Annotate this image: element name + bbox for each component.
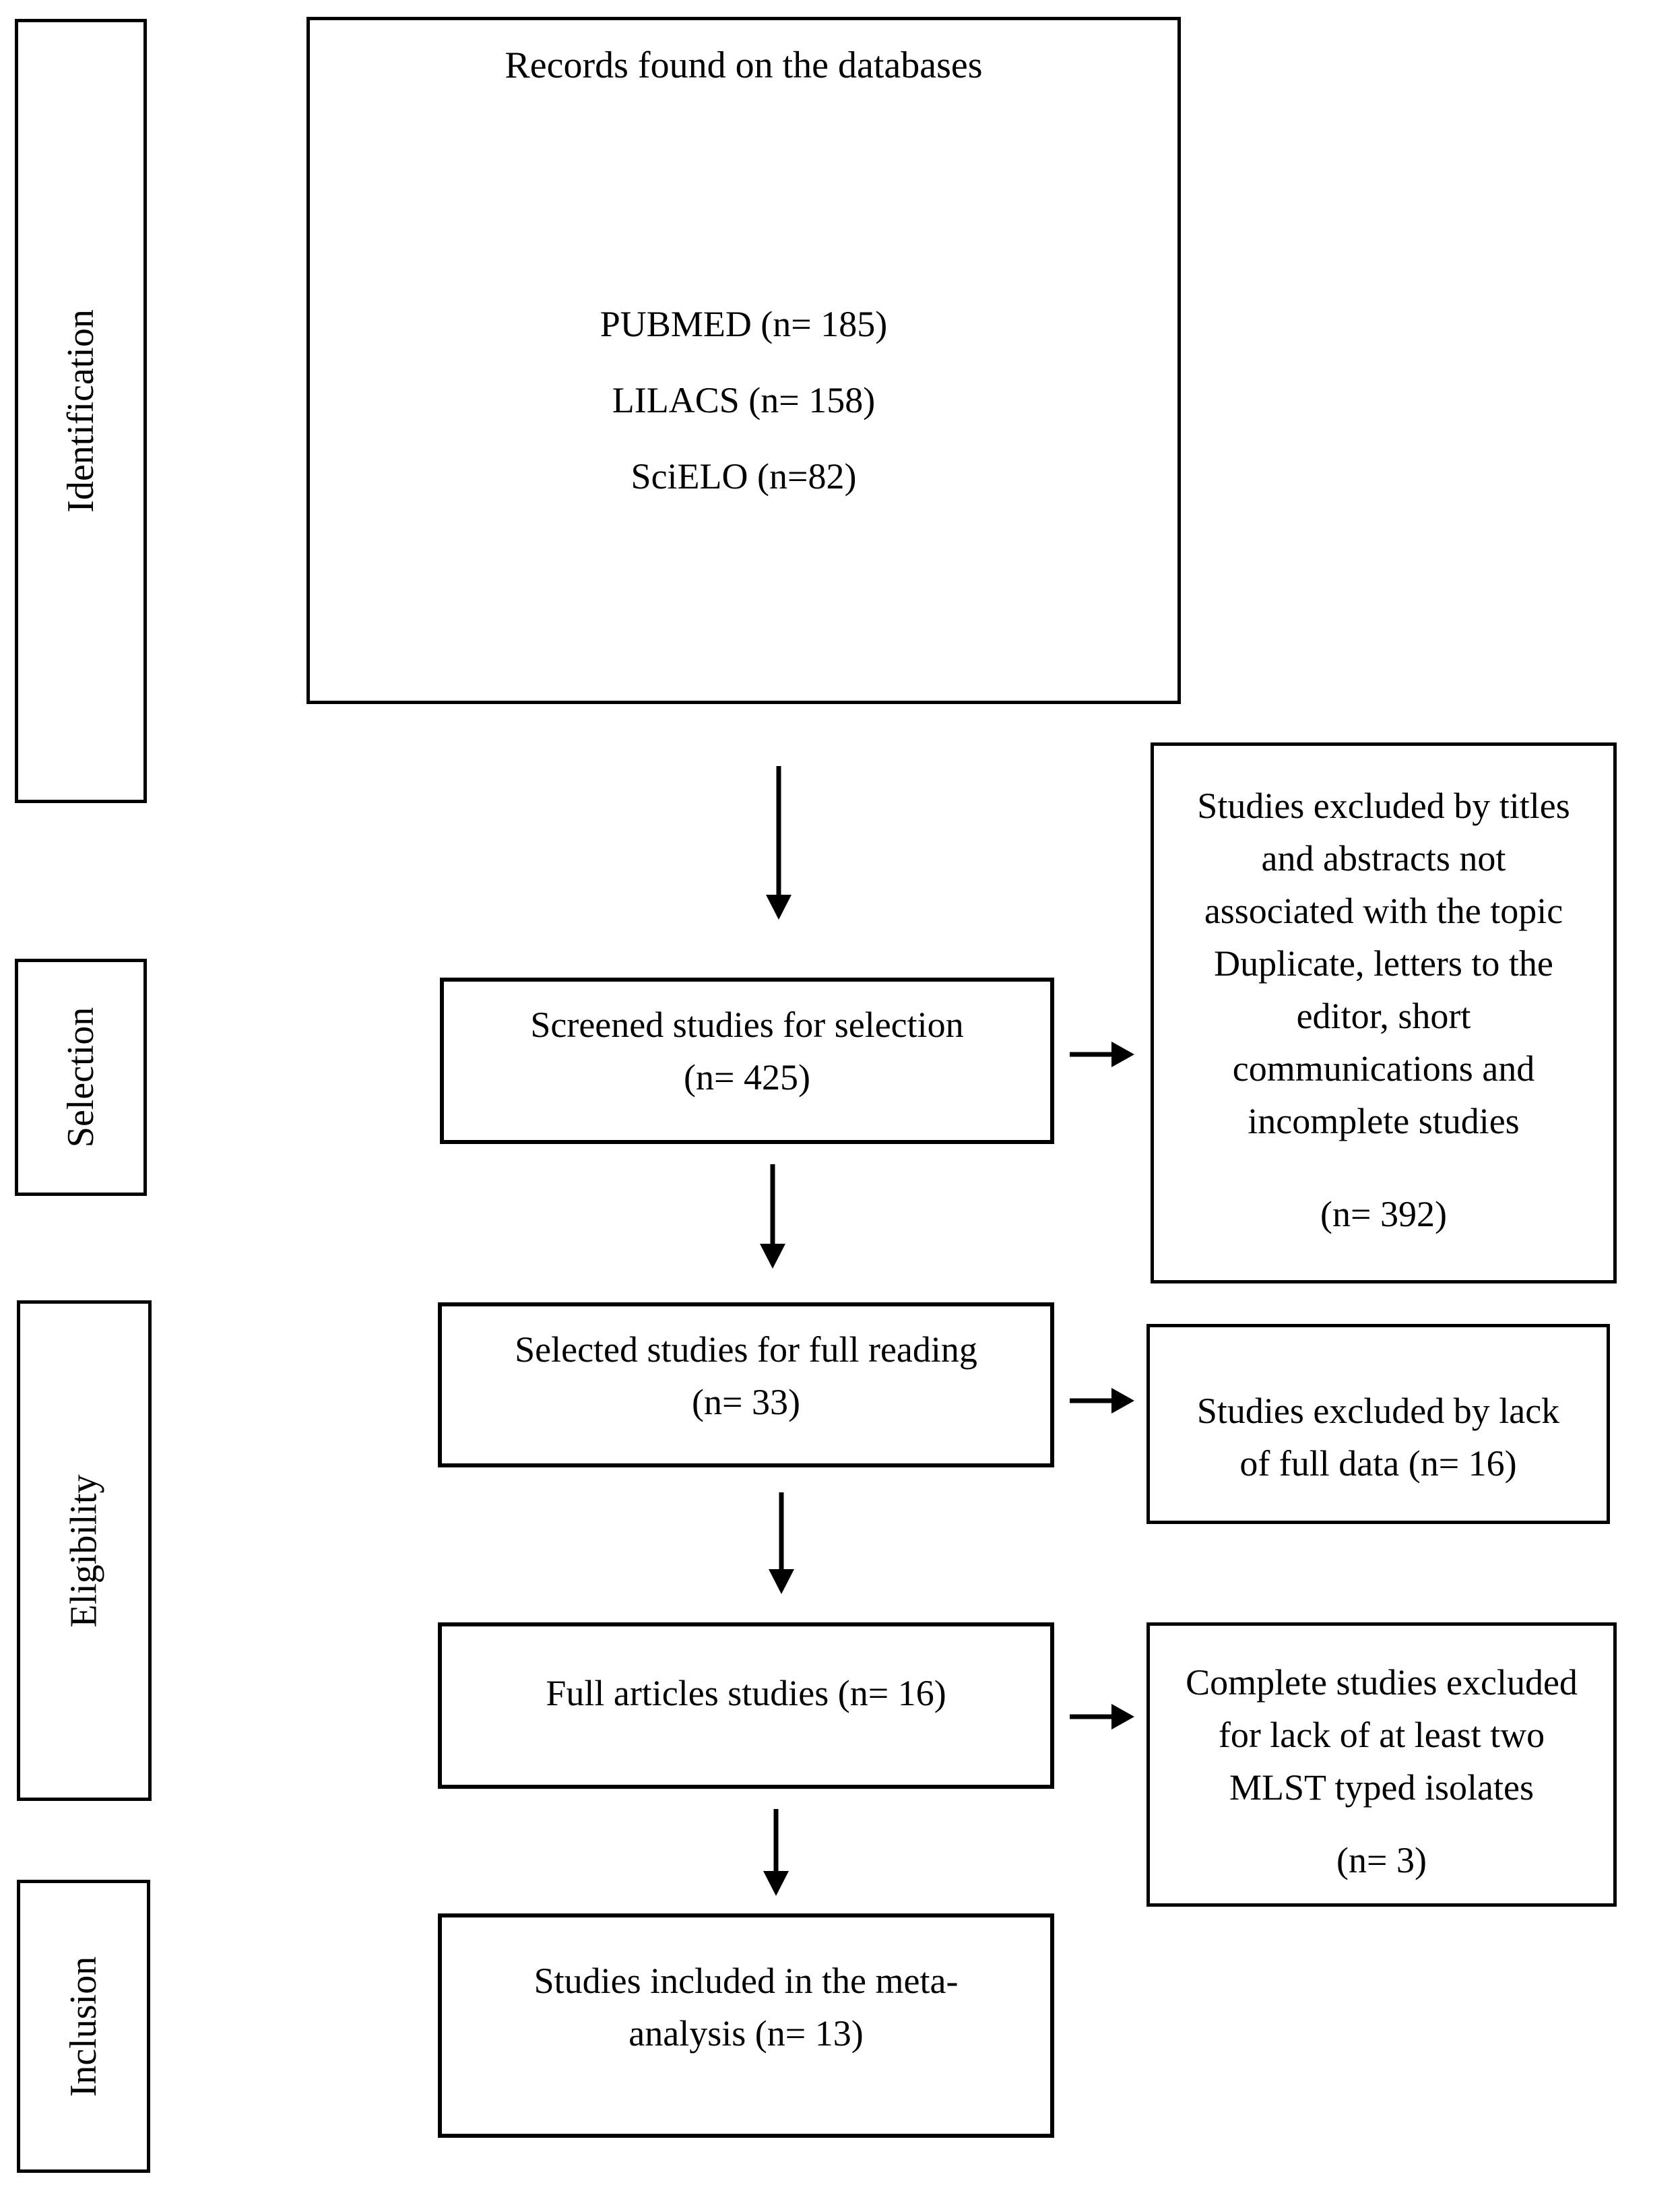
excluded-titles-abstracts-count: (n= 392) — [1320, 1194, 1447, 1234]
stage-box-identification: Identification — [15, 19, 147, 803]
stage-label-identification: Identification — [60, 309, 102, 513]
stage-box-eligibility: Eligibility — [17, 1300, 152, 1801]
screened-box: Screened studies for selection (n= 425) — [440, 978, 1054, 1144]
excluded-mlst-text: Complete studies excluded for lack of at… — [1186, 1662, 1578, 1808]
arrow-right-selected-to-excluded-icon — [1070, 1388, 1134, 1414]
records-title: Records found on the databases — [505, 44, 983, 86]
arrow-down-screened-to-selected-icon — [760, 1164, 785, 1269]
included-box: Studies included in the meta- analysis (… — [438, 1913, 1054, 2138]
stage-label-inclusion: Inclusion — [63, 1956, 105, 2097]
stage-box-selection: Selection — [15, 959, 147, 1196]
stage-box-inclusion: Inclusion — [17, 1880, 150, 2173]
arrow-right-full-articles-to-excluded-icon — [1070, 1704, 1134, 1730]
excluded-mlst-count: (n= 3) — [1336, 1840, 1427, 1880]
full-articles-box: Full articles studies (n= 16) — [438, 1622, 1054, 1789]
arrow-right-screened-to-excluded-icon — [1070, 1042, 1134, 1067]
arrow-down-full-articles-to-included-icon — [763, 1809, 789, 1896]
excluded-mlst-box: Complete studies excluded for lack of at… — [1146, 1622, 1617, 1907]
records-box: Records found on the databases PUBMED (n… — [306, 17, 1181, 704]
arrow-down-selected-to-full-articles-icon — [769, 1492, 794, 1594]
records-database-counts: PUBMED (n= 185) LILACS (n= 158) SciELO (… — [600, 304, 888, 497]
excluded-titles-abstracts-text: Studies excluded by titles and abstracts… — [1197, 786, 1570, 1141]
stage-label-selection: Selection — [60, 1007, 102, 1148]
selected-box: Selected studies for full reading (n= 33… — [438, 1302, 1054, 1467]
excluded-full-data-box: Studies excluded by lack of full data (n… — [1146, 1324, 1610, 1524]
arrow-down-records-to-screened-icon — [766, 766, 791, 920]
stage-label-eligibility: Eligibility — [63, 1473, 105, 1628]
excluded-titles-abstracts-box: Studies excluded by titles and abstracts… — [1151, 742, 1617, 1283]
